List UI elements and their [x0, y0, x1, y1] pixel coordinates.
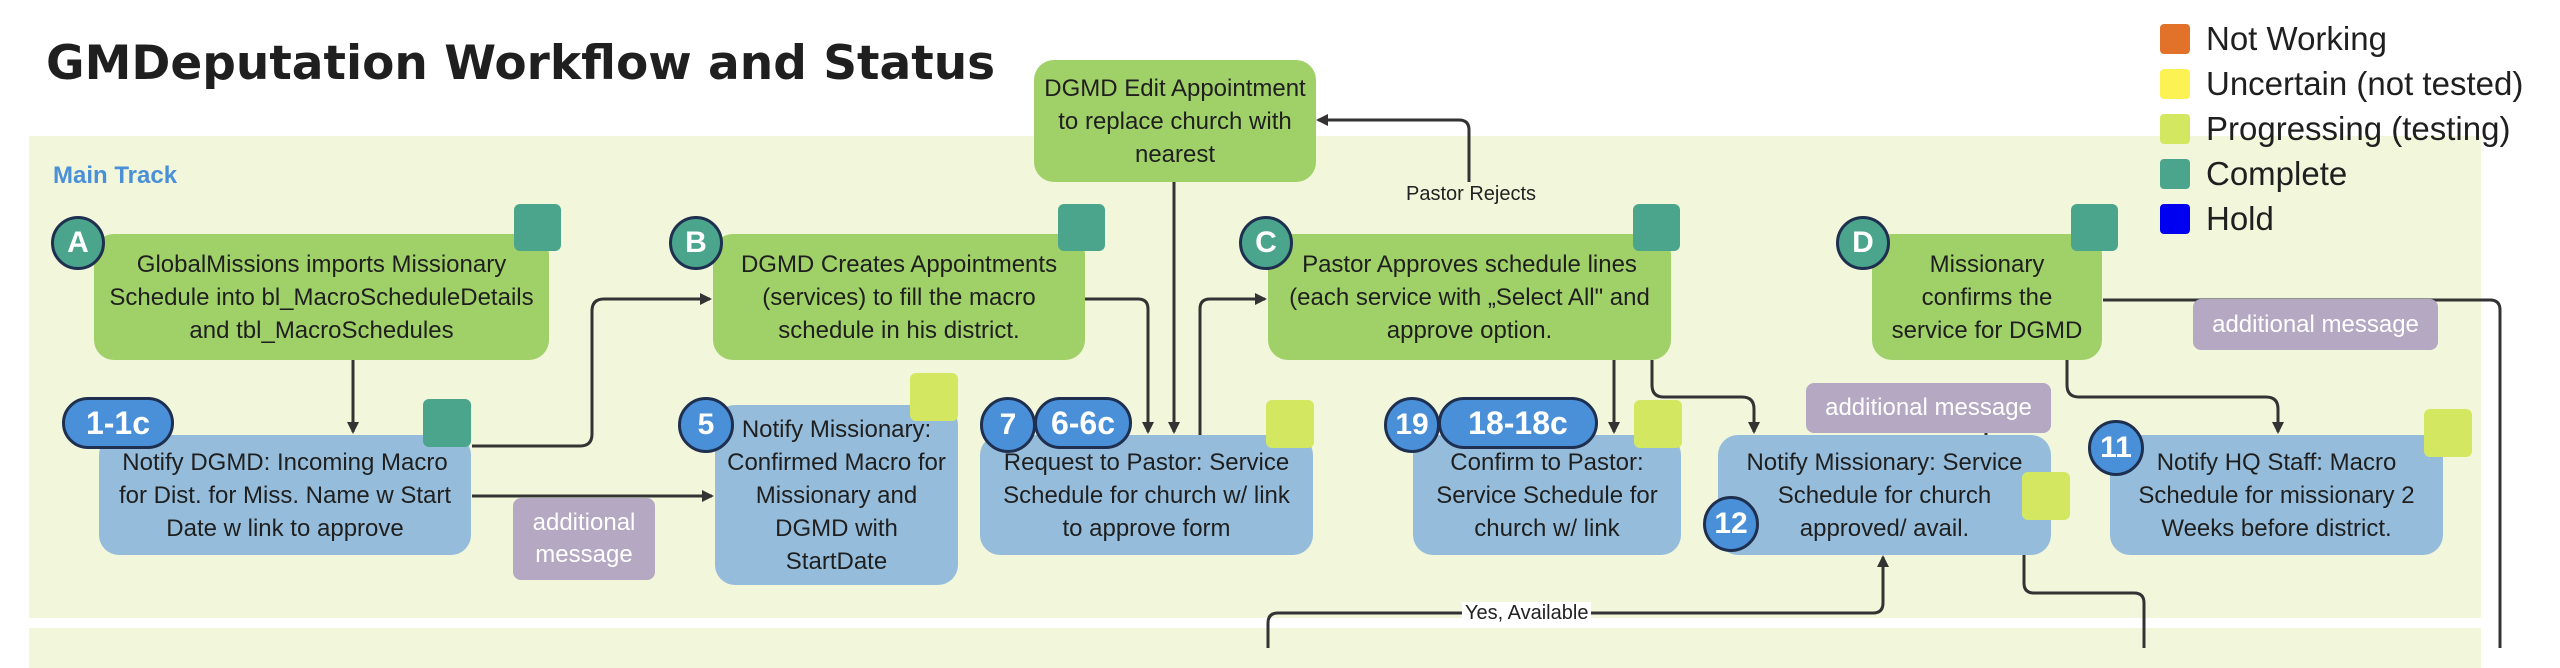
node-n1-id-badge: 1-1c [62, 397, 174, 449]
edge-b-to-n7 [1085, 297, 1154, 434]
node-d[interactable]: Missionary confirms the service for DGMD [1872, 234, 2102, 360]
lane-title: Main Track [53, 162, 178, 189]
legend-swatch [2160, 203, 2190, 234]
status-complete-a [514, 204, 561, 251]
legend-label: Uncertain (not tested) [2206, 64, 2524, 102]
additional-message-1: additional message [513, 498, 655, 580]
node-n12[interactable]: Notify Missionary: Service Schedule for … [1718, 435, 2051, 555]
legend-label: Complete [2206, 154, 2348, 192]
node-c-text: Pastor Approves schedule lines (each ser… [1289, 250, 1650, 344]
yes-available-label: Yes, Available [1462, 602, 1592, 625]
node-n19-text: Confirm to Pastor: Service Schedule for … [1436, 448, 1658, 542]
edge-n1-to-b [472, 293, 712, 448]
page-title: GMDeputation Workflow and Status [46, 36, 996, 91]
legend-item-complete: Complete [2160, 151, 2523, 196]
node-n5[interactable]: Notify Missionary: Confirmed Macro for M… [715, 405, 958, 585]
additional-message-3: additional message [2193, 299, 2438, 350]
status-progress-n5 [910, 373, 958, 421]
node-d-letter-badge: D [1836, 216, 1890, 270]
node-b-letter-badge: B [669, 216, 723, 270]
node-n1[interactable]: Notify DGMD: Incoming Macro for Dist. fo… [99, 435, 471, 555]
node-n7-id-badge: 7 [980, 397, 1036, 453]
legend-label: Progressing (testing) [2206, 109, 2511, 147]
legend-swatch [2160, 158, 2190, 189]
edge-n7-to-c [1198, 293, 1267, 438]
node-n1-text: Notify DGMD: Incoming Macro for Dist. fo… [118, 448, 452, 542]
legend-label: Hold [2206, 199, 2274, 237]
node-n19-range-badge: 18-18c [1438, 397, 1598, 449]
edge-d-to-n11 [2065, 360, 2284, 434]
node-a[interactable]: GlobalMissions imports Missionary Schedu… [94, 234, 549, 360]
node-a-text: GlobalMissions imports Missionary Schedu… [109, 250, 534, 344]
node-c[interactable]: Pastor Approves schedule lines (each ser… [1268, 234, 1671, 360]
status-progress-n12 [2022, 472, 2070, 520]
status-complete-d [2071, 204, 2118, 251]
pastor-rejects-label: Pastor Rejects [1406, 183, 1537, 205]
legend-item-not-working: Not Working [2160, 16, 2523, 61]
status-legend: Not Working Uncertain (not tested) Progr… [2160, 16, 2523, 241]
node-d-text: Missionary confirms the service for DGMD [1891, 250, 2083, 344]
additional-message-2: additional message [1806, 383, 2051, 433]
node-n11-text: Notify HQ Staff: Macro Schedule for miss… [2138, 448, 2415, 542]
legend-item-uncertain: Uncertain (not tested) [2160, 61, 2523, 106]
status-progress-n7 [1266, 400, 1314, 448]
legend-swatch [2160, 23, 2190, 54]
node-n12-id-badge: 12 [1703, 496, 1759, 552]
legend-swatch [2160, 113, 2190, 144]
edge-c-reject-to-edit [1316, 114, 1471, 182]
node-b-text: DGMD Creates Appointments (services) to … [740, 250, 1058, 344]
node-a-letter-badge: A [51, 216, 105, 270]
legend-label: Not Working [2206, 19, 2387, 57]
node-n11[interactable]: Notify HQ Staff: Macro Schedule for miss… [2110, 435, 2443, 555]
node-edit-text: DGMD Edit Appointment to replace church … [1044, 74, 1306, 168]
edge-n12-down [2022, 555, 2146, 648]
status-complete-b [1058, 204, 1105, 251]
workflow-diagram: GMDeputation Workflow and Status Main Tr… [29, 16, 2523, 668]
node-n7-text: Request to Pastor: Service Schedule for … [1003, 448, 1290, 542]
status-progress-n11 [2424, 409, 2472, 457]
node-c-letter-badge: C [1239, 216, 1293, 270]
node-b[interactable]: DGMD Creates Appointments (services) to … [713, 234, 1085, 360]
node-n19-id-badge: 19 [1384, 397, 1440, 453]
legend-item-progressing: Progressing (testing) [2160, 106, 2523, 151]
node-n5-text: Notify Missionary: Confirmed Macro for M… [727, 415, 946, 575]
node-edit-appointment[interactable]: DGMD Edit Appointment to replace church … [1034, 60, 1316, 182]
node-n7[interactable]: Request to Pastor: Service Schedule for … [980, 435, 1313, 555]
legend-item-hold: Hold [2160, 196, 2523, 241]
connectors [347, 114, 2502, 648]
node-n7-range-badge: 6-6c [1034, 397, 1132, 449]
status-complete-n1 [423, 399, 471, 447]
status-progress-n19 [1634, 400, 1682, 448]
legend-swatch [2160, 68, 2190, 99]
edge-c-to-n12 [1650, 360, 1760, 434]
edge-d-to-right [2103, 298, 2502, 648]
node-n12-text: Notify Missionary: Service Schedule for … [1746, 448, 2023, 542]
node-n5-id-badge: 5 [678, 397, 734, 453]
status-complete-c [1633, 204, 1680, 251]
node-n11-id-badge: 11 [2088, 420, 2144, 476]
node-n19[interactable]: Confirm to Pastor: Service Schedule for … [1413, 435, 1681, 555]
